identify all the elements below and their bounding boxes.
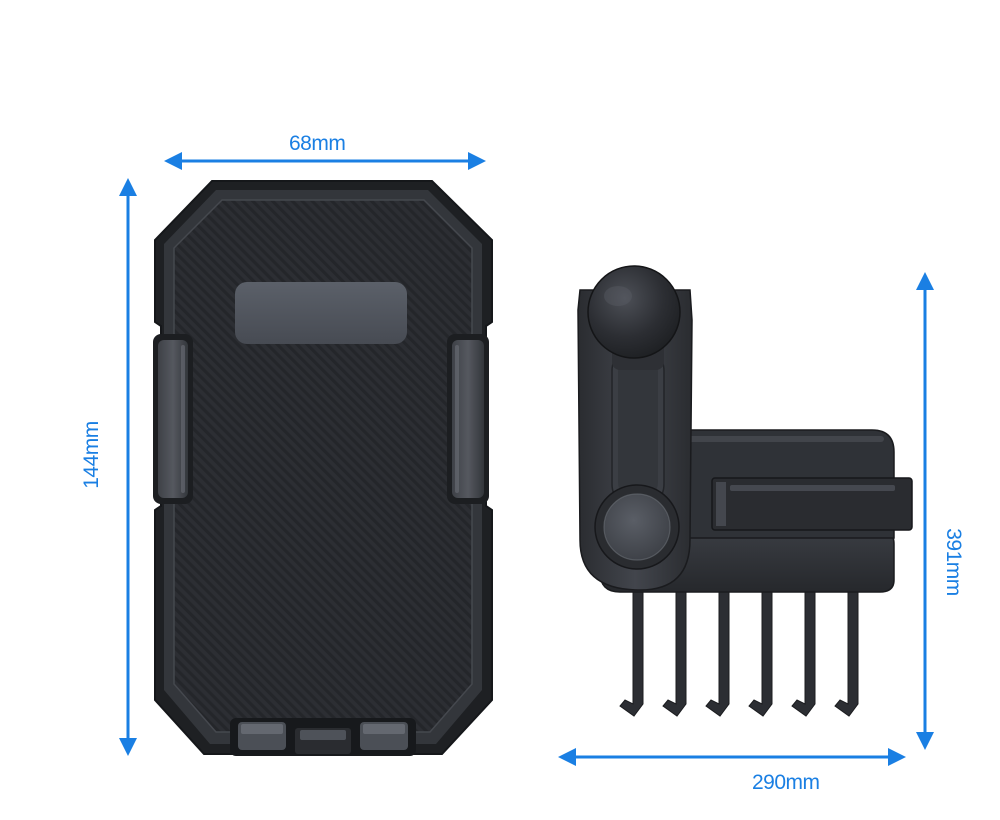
dimension-label-width-top: 68mm <box>289 132 346 155</box>
dimension-label-height-right: 391mm <box>942 528 965 596</box>
dimension-arrow-391mm <box>916 272 934 750</box>
dimension-arrow-290mm <box>558 748 906 766</box>
dimension-arrow-68mm <box>164 152 486 170</box>
phone-holder-front-view <box>153 180 493 756</box>
side-hook-fingers <box>619 584 859 717</box>
front-right-grip <box>447 334 489 504</box>
front-top-pad <box>235 282 407 344</box>
side-slider <box>711 477 913 531</box>
phone-holder-side-view <box>577 265 913 717</box>
dimension-arrow-144mm <box>119 178 137 756</box>
dimension-label-width-bottom: 290mm <box>752 771 820 794</box>
front-left-grip <box>153 334 193 504</box>
dimension-label-height-left: 144mm <box>80 421 103 489</box>
side-ball-joint <box>587 265 681 370</box>
dimension-arrows <box>119 152 934 766</box>
front-bottom-clips <box>230 718 416 756</box>
side-knob <box>594 484 680 570</box>
